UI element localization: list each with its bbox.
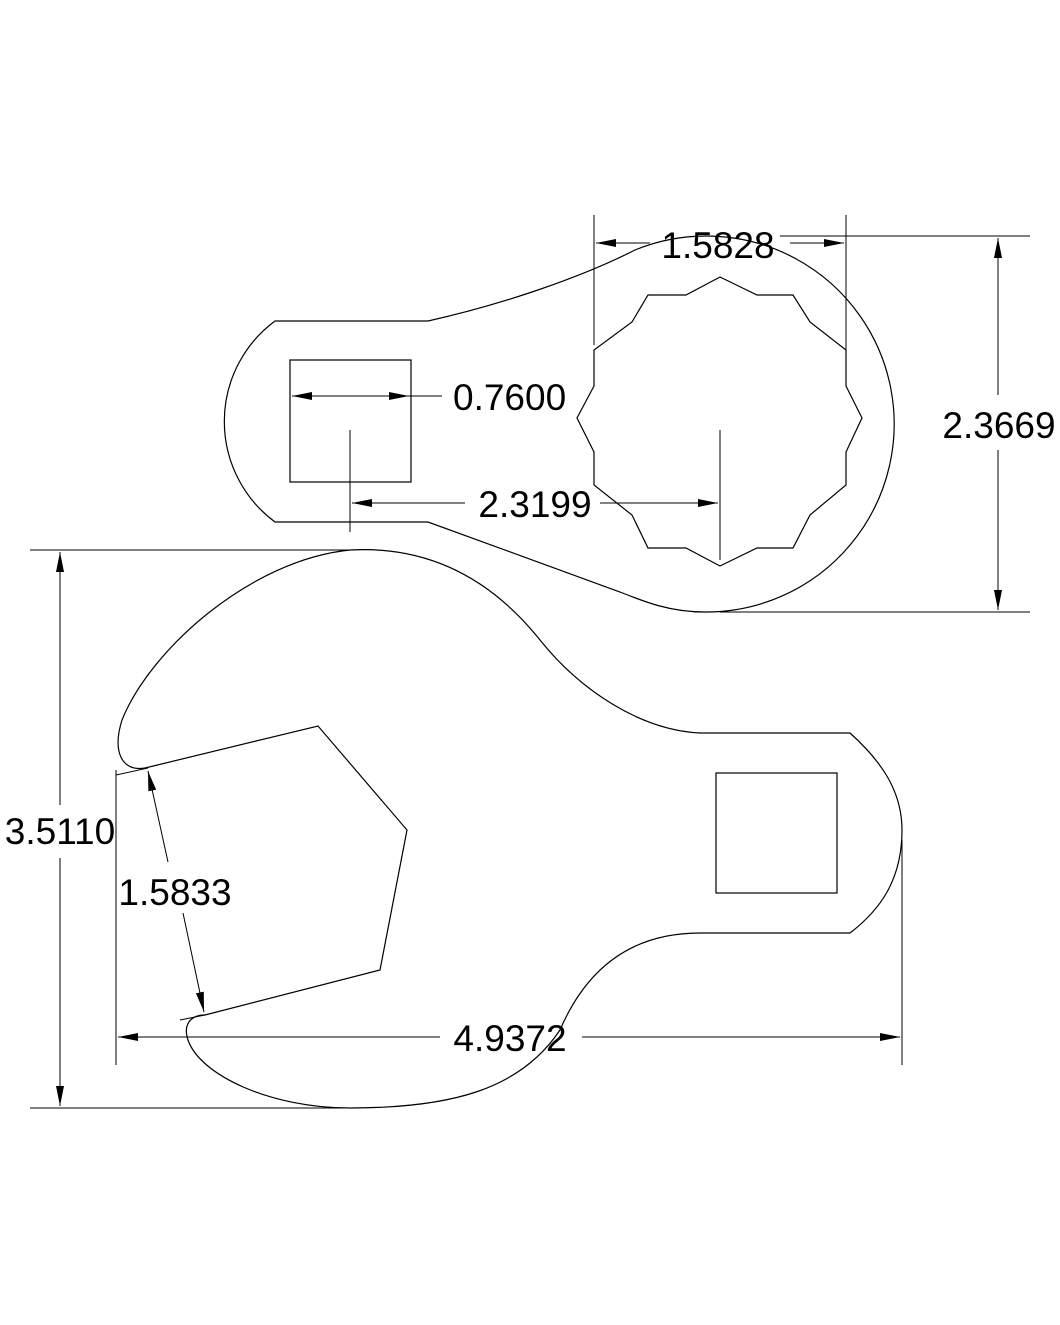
dim-center-distance-label: 2.3199	[478, 484, 591, 525]
dim-head-width-label: 1.5828	[661, 225, 774, 266]
dimension-overall-height: 3.5110	[5, 549, 350, 1109]
dimension-head-width: 1.5828	[593, 215, 847, 350]
drive-square-hole-2	[715, 772, 838, 894]
dimension-jaw-opening: 1.5833	[115, 767, 232, 1021]
dimension-head-height: 2.3669	[720, 235, 1056, 613]
dimension-center-distance: 2.3199	[349, 430, 721, 560]
crowfoot-wrench	[223, 235, 895, 613]
dim-jaw-opening-label: 1.5833	[118, 872, 231, 913]
dim-head-height-label: 2.3669	[942, 405, 1055, 446]
dimension-drive-square: 0.7600	[292, 377, 566, 418]
crowfoot-outline	[223, 235, 895, 613]
dim-overall-length-label: 4.9372	[453, 1018, 566, 1059]
dim-overall-height-label: 3.5110	[5, 811, 115, 852]
dimension-overall-length: 4.9372	[115, 770, 903, 1065]
jaw-opening	[144, 725, 408, 1016]
dim-drive-square-label: 0.7600	[453, 377, 566, 418]
